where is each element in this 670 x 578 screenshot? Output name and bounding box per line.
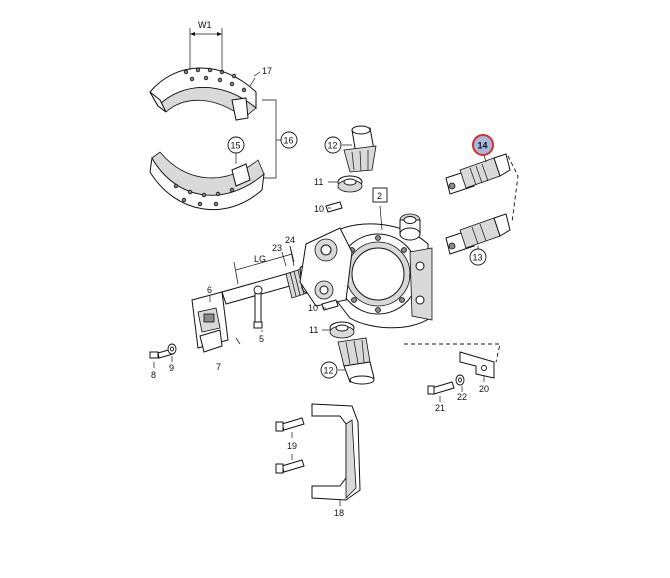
seal-11-lower [329,321,355,339]
svg-text:23: 23 [272,243,282,253]
svg-text:10: 10 [314,204,324,214]
bushing-12-lower [337,337,375,385]
svg-text:13: 13 [473,253,483,263]
callout-8: 8 [151,370,156,380]
callout-7: 7 [216,362,221,372]
u-bracket-18 [311,403,361,501]
callout-10-lower: 10 [308,303,318,313]
svg-text:21: 21 [435,403,445,413]
clevis-pin [253,285,263,329]
svg-text:10: 10 [308,303,318,313]
svg-text:17: 17 [262,66,272,76]
svg-text:11: 11 [314,177,323,187]
brake-spider [299,223,433,329]
lower-brake-shoe [149,151,265,211]
callout-21: 21 [435,403,445,413]
callout-12-lower: 12 [320,361,338,379]
svg-text:8: 8 [151,370,156,380]
svg-text:9: 9 [169,363,174,373]
svg-text:18: 18 [334,508,344,518]
lining-rivets [183,67,247,93]
width-label: W1 [198,20,212,30]
bolt-19-upper [275,417,305,432]
slack-adjuster [191,291,229,353]
callout-14-highlighted: 14 [472,134,494,156]
callout-16: 16 [280,131,298,149]
svg-text:7: 7 [216,362,221,372]
svg-text:14: 14 [478,141,488,151]
svg-text:20: 20 [479,384,489,394]
callout-12-upper: 12 [324,136,342,154]
svg-text:19: 19 [287,441,297,451]
callout-20: 20 [479,384,489,394]
width-dimension: W1 [189,20,223,72]
callout-6: 6 [207,285,212,295]
bracket-20 [459,351,495,379]
svg-text:2: 2 [377,191,382,201]
callout-19: 19 [287,441,297,451]
svg-text:16: 16 [284,136,294,146]
callout-11-upper: 11 [314,177,323,187]
callout-24: 24 [285,235,295,245]
svg-text:11: 11 [309,325,318,335]
washer-22 [455,374,465,386]
svg-text:15: 15 [231,141,241,151]
callout-2: 2 [372,187,388,203]
svg-text:6: 6 [207,285,212,295]
callout-15: 15 [227,136,245,154]
sensor-14 [445,153,511,195]
callout-11-lower: 11 [309,325,318,335]
callout-17: 17 [262,66,272,76]
svg-text:12: 12 [328,141,338,151]
callout-23: 23 [272,243,282,253]
bolt-19-lower [275,459,305,474]
callout-10-upper: 10 [314,204,324,214]
pin-10-upper [325,201,343,213]
length-label: LG [254,254,266,264]
anchor-bushing-3 [399,213,421,241]
svg-text:22: 22 [457,392,467,402]
bushing-12-upper [343,125,377,173]
seal-11-upper [337,175,363,193]
washer-9 [167,343,177,355]
upper-brake-shoe [149,67,257,121]
sensor-13 [445,213,511,255]
callout-18: 18 [334,508,344,518]
bolt-21 [427,381,455,395]
callout-9: 9 [169,363,174,373]
callout-22: 22 [457,392,467,402]
lining-rivets [173,183,235,207]
svg-text:24: 24 [285,235,295,245]
callout-5: 5 [259,334,264,344]
callout-13: 13 [469,248,487,266]
svg-text:12: 12 [324,366,334,376]
svg-text:5: 5 [259,334,264,344]
